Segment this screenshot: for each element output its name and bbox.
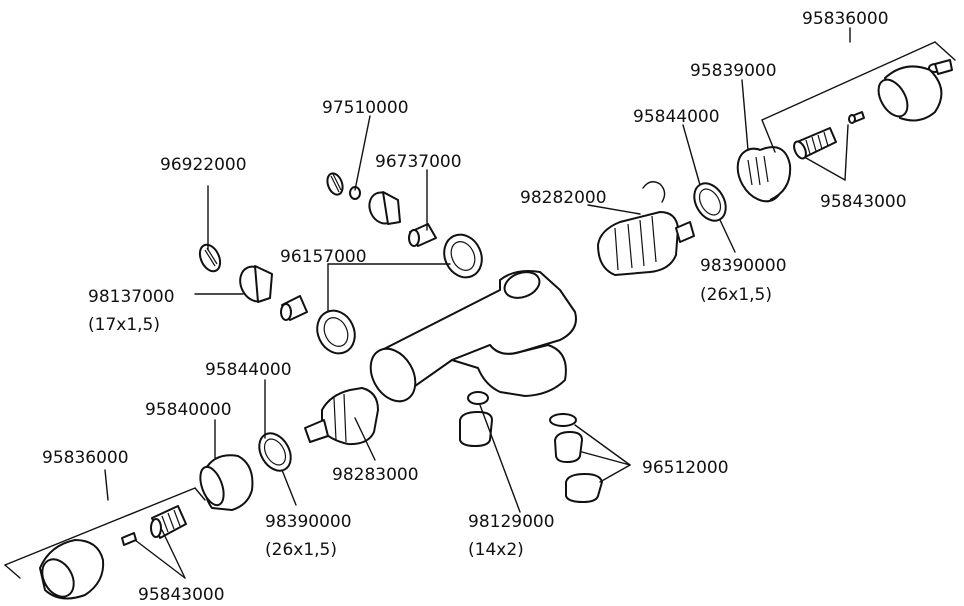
label-98390000-top: 98390000: [700, 256, 787, 276]
leader-lines: [4, 27, 956, 579]
thermostat-handle-adapter-bottom: [199, 454, 254, 511]
label-96157000: 96157000: [280, 247, 367, 267]
spline-adapter-bottom: [150, 505, 187, 539]
label-95836000-top: 95836000: [802, 9, 889, 29]
ring-top: [693, 182, 727, 222]
seal-ring-98129000: [467, 391, 489, 405]
connector-98129000: [459, 411, 493, 447]
cartridge-top: [597, 211, 695, 276]
thermostat-handle-adapter-top: [736, 146, 792, 203]
label-98390000-bottom-size: (26x1,5): [265, 540, 337, 560]
label-98137000: 98137000: [88, 287, 175, 307]
clip: [642, 181, 666, 203]
check-valve-top: [408, 223, 437, 247]
cartridge-bottom: [304, 387, 379, 446]
label-95844000-bottom: 95844000: [205, 360, 292, 380]
screw-top: [848, 111, 865, 124]
label-98137000-size: (17x1,5): [88, 315, 160, 335]
connector-98137000: [239, 265, 273, 303]
label-95843000-top: 95843000: [820, 192, 907, 212]
aerator-96512000-b: [565, 473, 603, 503]
label-95840000: 95840000: [145, 400, 232, 420]
label-96922000: 96922000: [160, 155, 247, 175]
label-95839000: 95839000: [690, 61, 777, 81]
label-98390000-bottom: 98390000: [265, 512, 352, 532]
label-98129000-size: (14x2): [468, 540, 524, 560]
nut-left: [316, 309, 356, 355]
label-98282000: 98282000: [520, 188, 607, 208]
spline-adapter-top: [793, 127, 837, 160]
part-labels: 95836000 95839000 95844000 97510000 9673…: [42, 9, 907, 605]
handle-bottom-left: [39, 539, 105, 600]
mixer-body: [369, 270, 577, 403]
label-97510000: 97510000: [322, 98, 409, 118]
ring-bottom: [258, 432, 292, 472]
label-96512000: 96512000: [642, 458, 729, 478]
label-96737000: 96737000: [375, 152, 462, 172]
label-95843000-bottom: 95843000: [138, 585, 225, 605]
filter-97510000: [326, 172, 401, 225]
filter-96922000: [198, 243, 222, 273]
label-95836000-bottom: 95836000: [42, 448, 129, 468]
screw-bottom: [121, 532, 137, 546]
label-98390000-top-size: (26x1,5): [700, 285, 772, 305]
label-98283000: 98283000: [332, 465, 419, 485]
label-98129000: 98129000: [468, 512, 555, 532]
check-valve-left: [280, 295, 308, 321]
aerator-96512000-a: [554, 431, 583, 463]
handle-top-right: [877, 59, 953, 122]
label-95844000-top: 95844000: [633, 107, 720, 127]
aerator-seal: [549, 413, 577, 427]
nut-top: [443, 233, 483, 279]
